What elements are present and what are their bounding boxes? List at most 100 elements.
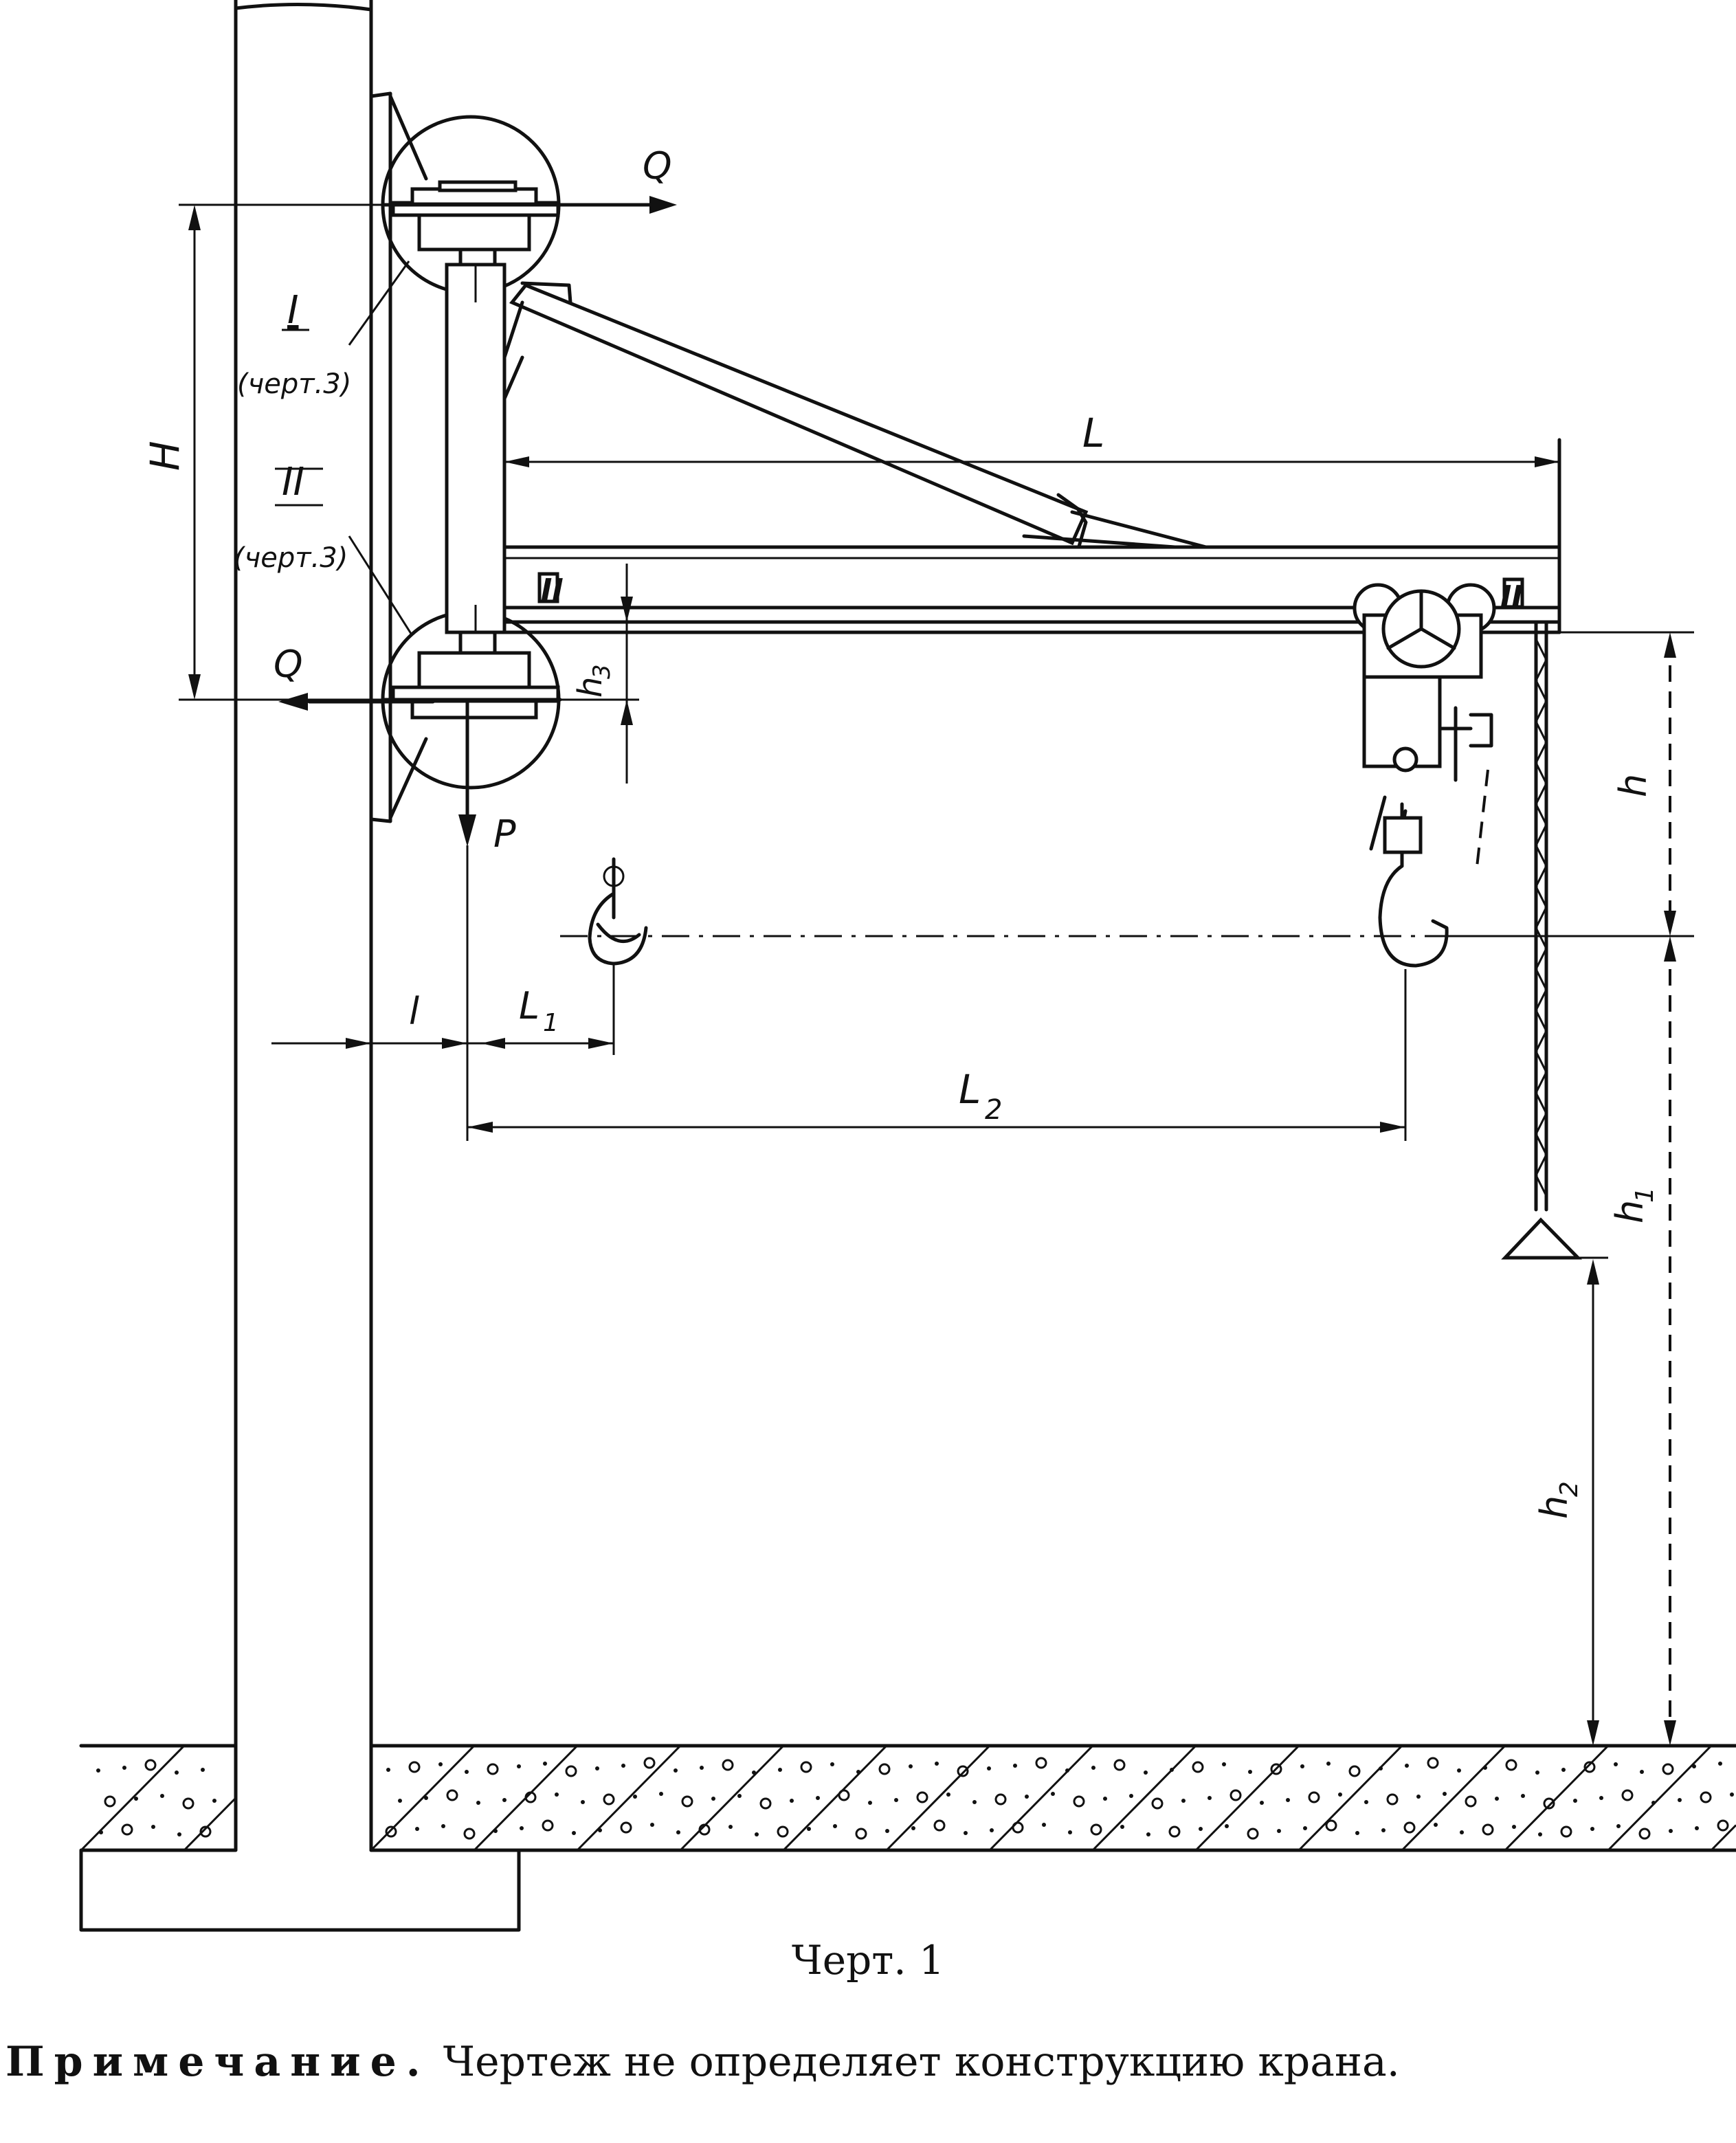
hoist-trolley <box>1353 583 1496 874</box>
top-hinge <box>383 180 562 267</box>
hatch-dot <box>894 1798 898 1802</box>
hatch-dot <box>1434 1823 1438 1827</box>
hoist-hook <box>1378 802 1449 968</box>
dim-L: L <box>504 410 1559 467</box>
hatch-dot <box>385 1825 397 1838</box>
hatch-dot <box>1495 1797 1499 1801</box>
hatch-dot <box>160 1794 164 1798</box>
hatch-dot <box>1718 1762 1722 1766</box>
hatch-dot <box>446 1789 458 1801</box>
hatch-dot <box>643 1757 656 1769</box>
hatch-line <box>782 1744 888 1852</box>
boom-marker-right: II <box>1500 579 1523 614</box>
hatch-dot <box>1248 1770 1252 1774</box>
hatch-dot <box>1730 1792 1734 1797</box>
hatch-dot <box>134 1797 138 1801</box>
svg-text:1: 1 <box>543 1009 559 1037</box>
hatch-dot <box>1443 1792 1447 1796</box>
hatch-line <box>1091 1744 1197 1852</box>
hatch-dot <box>201 1768 205 1772</box>
svg-text:II: II <box>541 573 564 608</box>
hatch-dot <box>1616 1824 1621 1828</box>
hatch-dot <box>830 1762 834 1766</box>
hatch-dot <box>1405 1764 1409 1768</box>
hatch-dot <box>212 1799 216 1803</box>
hatch-dot <box>621 1764 625 1768</box>
hatch-dot <box>935 1762 939 1766</box>
hatch-dot <box>487 1763 499 1775</box>
pendant-cable <box>1501 620 1582 1260</box>
hatch-dot <box>1091 1766 1095 1770</box>
hatch-dot <box>1270 1763 1282 1775</box>
hatch-dot <box>1692 1764 1696 1768</box>
hatch-dot <box>151 1825 155 1829</box>
hatch-dot <box>1120 1825 1124 1829</box>
hatch-dot <box>1717 1819 1729 1832</box>
force-arrow-bottom <box>278 693 435 711</box>
hatch-dot <box>1700 1791 1712 1803</box>
crane-mast <box>445 263 507 634</box>
svg-text:H: H <box>142 441 188 471</box>
hatch-dot <box>1695 1826 1699 1830</box>
boom-marker-left: II <box>541 573 564 608</box>
force-arrow-vertical <box>458 698 476 847</box>
hatch-dot <box>856 1770 860 1774</box>
detail-callout-1: I (черт.3) <box>237 288 351 400</box>
hatch-dot <box>121 1823 133 1836</box>
svg-text:(черт.3): (черт.3) <box>234 542 348 574</box>
hatch-dot <box>1170 1768 1174 1772</box>
hatch-dot <box>555 1792 559 1797</box>
hatch-dot <box>1146 1832 1150 1836</box>
hatch-dot <box>595 1766 599 1770</box>
hatch-dot <box>1521 1794 1525 1798</box>
hatch-dot <box>572 1831 576 1835</box>
inner-hook <box>588 857 648 966</box>
hatch-dot <box>1012 1821 1024 1834</box>
hatch-dot <box>909 1764 913 1768</box>
hatch-line <box>370 1744 476 1852</box>
hatch-dot <box>964 1831 968 1835</box>
hatch-dot <box>855 1828 867 1840</box>
hatch-dot <box>1326 1762 1331 1766</box>
hatch-dot <box>777 1825 789 1838</box>
hatch-dot <box>1403 1821 1416 1834</box>
svg-text:II: II <box>1500 579 1523 614</box>
hatch-dot <box>737 1794 742 1798</box>
hatch-dot <box>816 1796 820 1800</box>
hatch-dot <box>99 1830 103 1834</box>
hatch-dot <box>1465 1795 1477 1808</box>
hatch-dot <box>1505 1759 1517 1771</box>
hatch-dot <box>1483 1766 1487 1770</box>
hatch-dot <box>424 1796 428 1800</box>
hatch-dot <box>1247 1828 1259 1840</box>
hatch-dot <box>946 1792 950 1797</box>
hatch-line <box>885 1744 991 1852</box>
hatch-dot <box>175 1770 179 1775</box>
hatch-dot <box>868 1801 872 1805</box>
hatch-dot <box>1535 1770 1539 1775</box>
svg-text:L: L <box>959 1066 981 1113</box>
dim-h2: h 2 <box>1505 1256 1608 1746</box>
hatch-dot <box>933 1819 946 1832</box>
hatch-line <box>183 1797 237 1852</box>
hatch-dot <box>96 1768 100 1773</box>
dim-H: H <box>142 203 385 701</box>
hatch-dot <box>807 1827 811 1831</box>
hatch-dot <box>493 1829 498 1833</box>
hatch-dot <box>994 1793 1007 1806</box>
hatch-line <box>1607 1744 1713 1852</box>
building-column <box>234 0 373 1751</box>
force-label-bottom: Q <box>274 643 303 686</box>
hatch-dot <box>633 1795 637 1799</box>
svg-text:h: h <box>1608 1200 1651 1223</box>
hatch-dot <box>1129 1794 1133 1798</box>
hatch-dot <box>1308 1791 1320 1803</box>
hatch-dot <box>438 1762 443 1766</box>
hatch-dot <box>698 1823 711 1836</box>
hatch-dot <box>1013 1764 1017 1768</box>
hatch-dot <box>1379 1766 1383 1770</box>
dim-L2: L 2 <box>467 969 1407 1141</box>
hatch-dot <box>122 1766 126 1770</box>
footnote: Примечание. Чертеж не определяет констру… <box>5 2038 1731 2086</box>
